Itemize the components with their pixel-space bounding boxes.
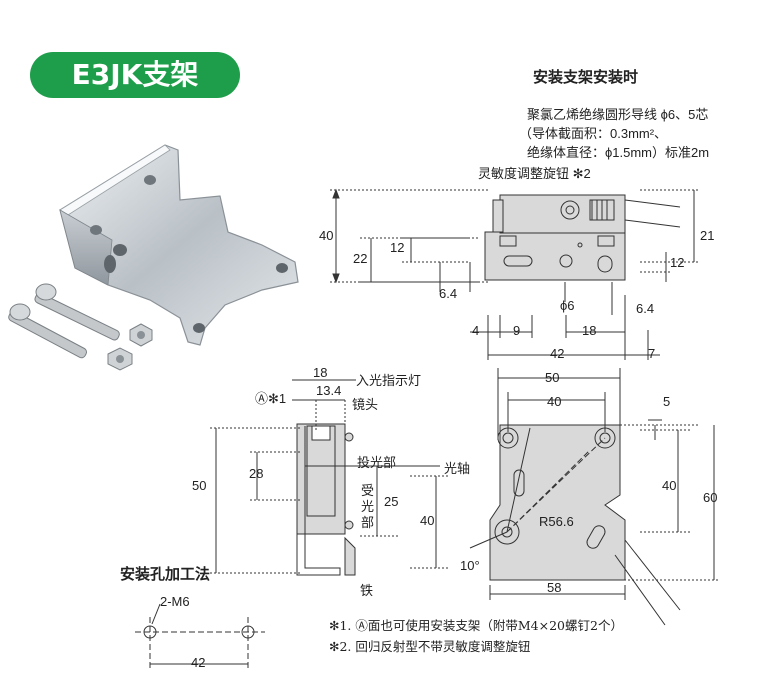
dim-front-r56-6: R56.6 bbox=[539, 514, 574, 529]
callout-receiver-2: 光 bbox=[361, 499, 375, 514]
title-badge: E3JK支架 bbox=[30, 52, 240, 98]
dim-front-40a: 40 bbox=[547, 394, 562, 409]
dim-top-12a: 12 bbox=[390, 240, 405, 255]
front-view bbox=[469, 368, 720, 626]
dim-side-40: 40 bbox=[420, 513, 435, 528]
callout-indicator: 入光指示灯 bbox=[356, 373, 422, 388]
dim-top-4: 4 bbox=[472, 323, 480, 338]
screw-photo-2 bbox=[8, 303, 88, 359]
cable-spec-line2: （导体截面积：0.3mm²、 bbox=[519, 126, 668, 141]
dim-top-9: 9 bbox=[513, 323, 521, 338]
section-title-mount: 安装支架安装时 bbox=[533, 69, 639, 86]
nut-photo-2 bbox=[107, 347, 133, 371]
dim-side-28: 28 bbox=[249, 466, 264, 481]
dim-top-6-4a: 6.4 bbox=[439, 286, 458, 301]
cable-spec-line3: 绝缘体直径：ϕ1.5mm）标准2m bbox=[527, 145, 710, 160]
dim-top-42: 42 bbox=[550, 346, 565, 361]
dim-front-40b: 40 bbox=[662, 478, 677, 493]
callout-face-a: Ⓐ✻1 bbox=[255, 391, 287, 406]
top-view bbox=[330, 188, 700, 360]
callout-receiver-1: 受 bbox=[361, 483, 375, 498]
callout-receiver-3: 部 bbox=[361, 515, 375, 530]
callout-hole-spec: 2-M6 bbox=[160, 594, 190, 609]
bracket-photo-plate bbox=[59, 144, 299, 346]
dim-top-7: 7 bbox=[648, 346, 656, 361]
dim-top-12b: 12 bbox=[670, 255, 685, 270]
hole-drawing bbox=[135, 603, 265, 670]
dim-top-22: 22 bbox=[353, 251, 368, 266]
callout-knob: 灵敏度调整旋钮 ✻2 bbox=[478, 166, 591, 181]
dim-top-40: 40 bbox=[319, 228, 334, 243]
screw-photo-1 bbox=[34, 283, 120, 341]
dim-top-6-4b: 6.4 bbox=[636, 301, 655, 316]
dim-front-60: 60 bbox=[703, 490, 718, 505]
dim-top-21: 21 bbox=[700, 228, 715, 243]
callout-iron: 铁 bbox=[360, 583, 374, 598]
dim-front-10deg: 10° bbox=[460, 558, 480, 573]
callout-emitter: 投光部 bbox=[357, 455, 397, 470]
callout-lens: 镜头 bbox=[352, 397, 379, 412]
dim-side-13-4: 13.4 bbox=[316, 383, 342, 398]
cable-spec-line1: 聚氯乙烯绝缘圆形导线 ϕ6、5芯 bbox=[527, 107, 709, 122]
nut-photo-1 bbox=[129, 323, 153, 347]
dim-front-50: 50 bbox=[545, 370, 560, 385]
dim-side-50: 50 bbox=[192, 478, 207, 493]
side-view bbox=[210, 379, 450, 576]
dim-front-58: 58 bbox=[547, 580, 562, 595]
section-title-hole: 安装孔加工法 bbox=[120, 566, 211, 583]
callout-optical-axis: 光轴 bbox=[444, 461, 471, 476]
dim-top-phi6: ϕ6 bbox=[560, 298, 575, 313]
dim-hole-42: 42 bbox=[191, 655, 206, 670]
footnote-1: ✻1. Ⓐ面也可使用安装支架（附带M4×20螺钉2个） bbox=[329, 618, 623, 633]
dim-top-18: 18 bbox=[582, 323, 597, 338]
dim-side-18: 18 bbox=[313, 365, 328, 380]
page-title: E3JK支架 bbox=[71, 58, 199, 91]
dim-side-25: 25 bbox=[384, 494, 399, 509]
footnote-2: ✻2. 回归反射型不带灵敏度调整旋钮 bbox=[329, 639, 531, 654]
dim-front-5: 5 bbox=[663, 394, 671, 409]
